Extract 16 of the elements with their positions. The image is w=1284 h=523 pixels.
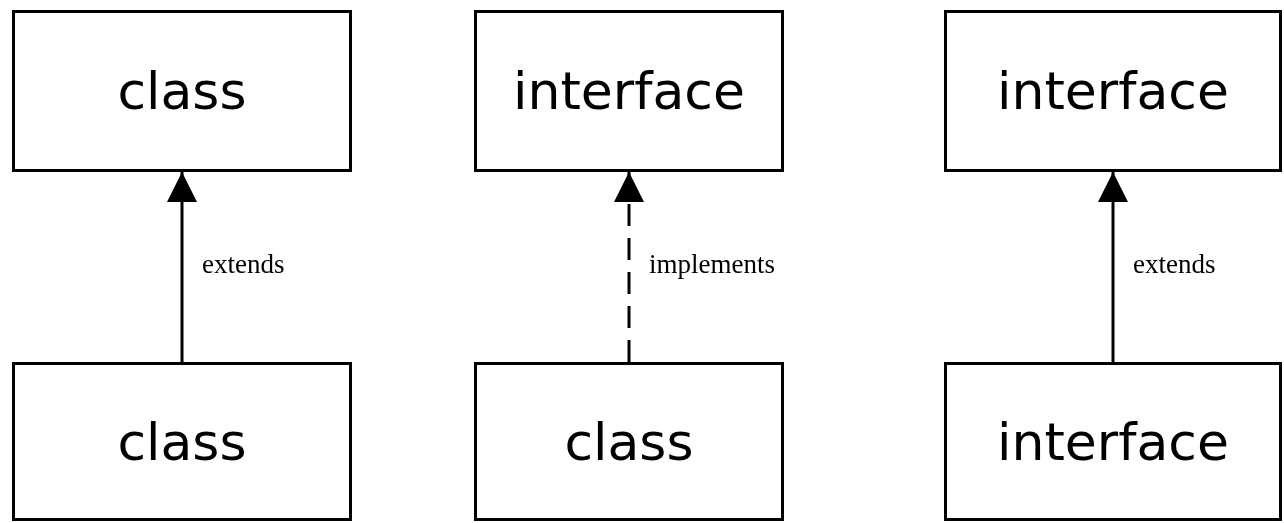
arrow (1098, 172, 1128, 362)
class-box (944, 362, 1282, 521)
edge-label: implements (649, 251, 775, 278)
box-title: interface (997, 411, 1229, 472)
class-box (474, 362, 784, 521)
box-title: interface (513, 61, 745, 121)
arrow (167, 172, 197, 362)
box-title: class (117, 61, 247, 121)
class-box (12, 362, 352, 521)
class-box (944, 10, 1282, 172)
box-title: interface (997, 61, 1229, 121)
arrow (614, 172, 644, 362)
box-title: class (564, 411, 694, 472)
class-box (12, 10, 352, 172)
box-title: class (117, 411, 247, 472)
class-box (474, 10, 784, 172)
